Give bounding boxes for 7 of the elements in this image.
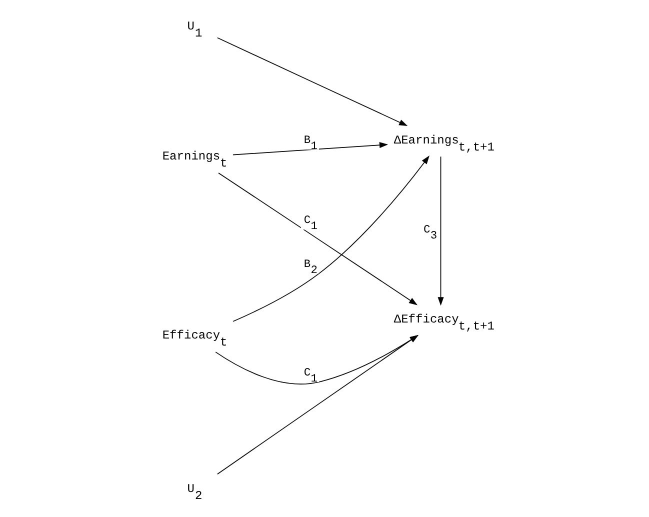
- arrow: [216, 37, 408, 126]
- arrow: [214, 334, 418, 384]
- arrow: [232, 142, 388, 156]
- arrow: [437, 156, 444, 306]
- arrow: [232, 156, 429, 322]
- arrow: [216, 334, 418, 475]
- arrow: [218, 172, 418, 306]
